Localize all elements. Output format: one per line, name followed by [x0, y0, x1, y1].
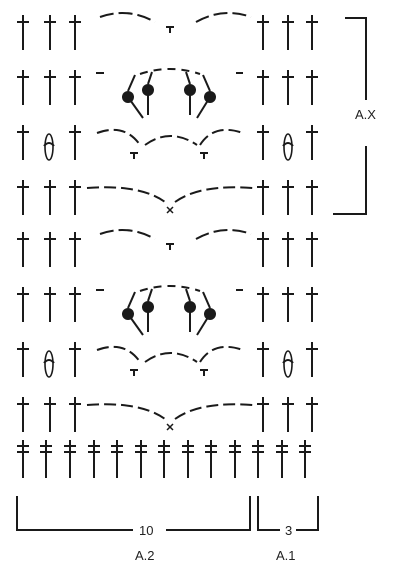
dashed-arc	[99, 12, 156, 23]
filled-dot-stitch	[127, 291, 136, 309]
dashed-arc	[86, 186, 166, 203]
oval-post-stitch	[282, 359, 294, 364]
dashed-arc	[139, 285, 201, 292]
repeat-bracket	[345, 17, 367, 100]
filled-dot-stitch	[142, 301, 154, 313]
filled-dot-stitch	[204, 91, 216, 103]
filled-dot-stitch	[185, 71, 191, 85]
chart-a2-bracket	[16, 496, 133, 531]
oval-post-stitch	[282, 142, 294, 147]
repeat-bracket	[333, 146, 367, 215]
oval-post-stitch	[44, 350, 54, 378]
oval-post-stitch	[283, 350, 293, 378]
dashed-arc	[195, 12, 252, 23]
dashed-arc	[96, 346, 141, 363]
x-stitch	[166, 423, 174, 431]
filled-dot-stitch	[184, 301, 196, 313]
repeat-label-ax: A.X	[355, 107, 376, 122]
dashed-arc	[144, 352, 198, 363]
filled-dot-stitch	[204, 308, 216, 320]
stitch-count-3: 3	[283, 523, 295, 538]
filled-dot-stitch	[184, 84, 196, 96]
dashed-arc	[99, 229, 156, 240]
oval-post-stitch	[44, 133, 54, 161]
filled-dot-stitch	[202, 74, 211, 92]
chart-a1-bracket	[296, 496, 319, 531]
stitch-count-10: 10	[136, 524, 157, 538]
filled-dot-stitch	[122, 91, 134, 103]
filled-dot-stitch	[147, 71, 153, 85]
dashed-arc	[139, 68, 201, 75]
filled-dot-stitch	[147, 288, 153, 302]
filled-dot-stitch	[142, 84, 154, 96]
dashed-arc	[86, 403, 166, 420]
oval-post-stitch	[43, 359, 55, 364]
x-stitch	[166, 206, 174, 214]
dashed-arc	[144, 135, 198, 146]
dashed-arc	[174, 403, 254, 420]
dashed-arc	[199, 129, 244, 146]
oval-post-stitch	[283, 133, 293, 161]
dashed-arc	[174, 186, 254, 203]
chart-a2-bracket	[166, 496, 251, 531]
dashed-arc	[199, 346, 244, 363]
chart-a1-bracket	[257, 496, 280, 531]
filled-dot-stitch	[127, 74, 136, 92]
oval-post-stitch	[43, 142, 55, 147]
filled-dot-stitch	[202, 291, 211, 309]
chart-label-a1: A.1	[276, 548, 296, 563]
dashed-arc	[96, 129, 141, 146]
chart-label-a2: A.2	[135, 548, 155, 563]
filled-dot-stitch	[185, 288, 191, 302]
dashed-arc	[195, 229, 252, 240]
filled-dot-stitch	[122, 308, 134, 320]
